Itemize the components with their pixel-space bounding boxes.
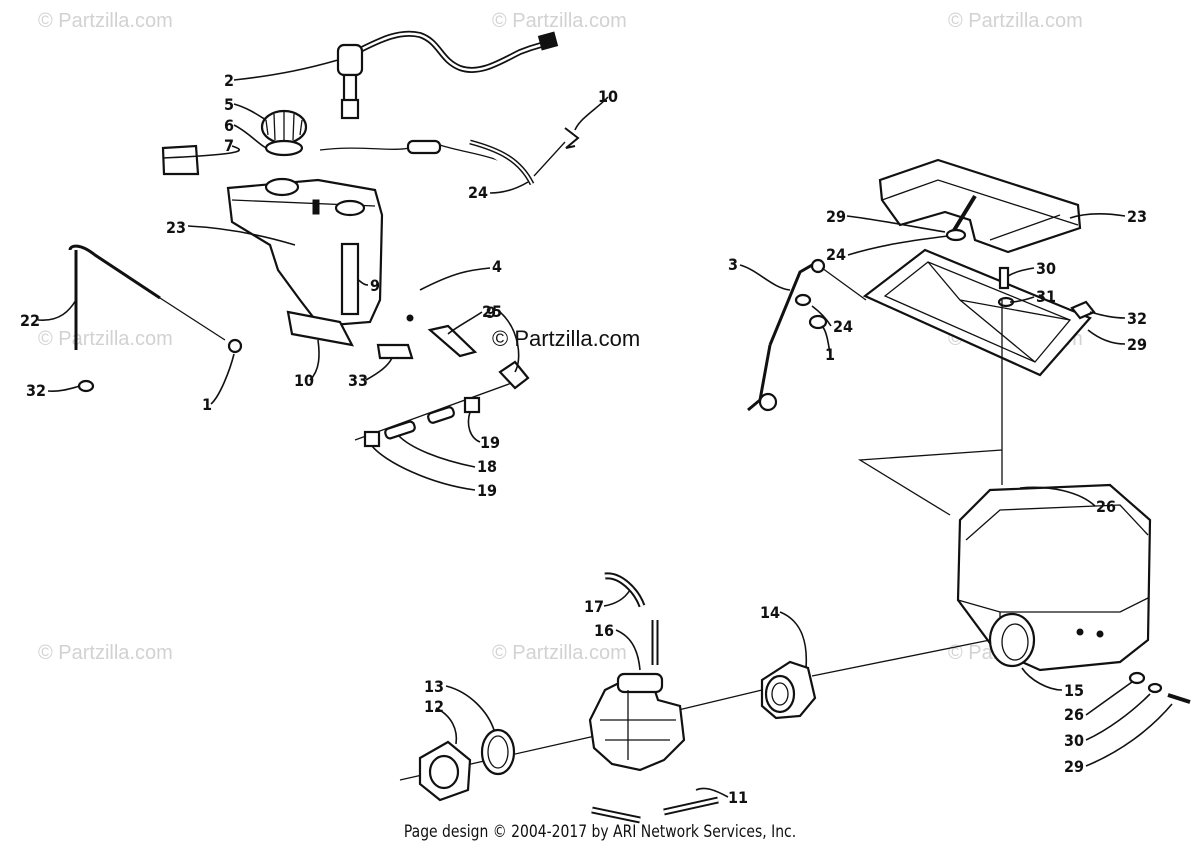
leader-lines: [37, 59, 1173, 798]
callout-label: 24: [826, 245, 846, 264]
center-watermark: © Partzilla.com: [492, 326, 641, 351]
callout-label: 26: [1064, 705, 1084, 724]
callout-label: 6: [224, 116, 234, 135]
callout-labels: 2 5 6 7 10 24 23 9 4 9 25 10 33 22 32 1 …: [20, 71, 1147, 807]
callout-label: 17: [584, 597, 604, 616]
callout-label: 19: [477, 481, 497, 500]
watermark: © Partzilla.com: [38, 328, 173, 350]
callout-label: 9: [486, 303, 496, 322]
callout-label: 15: [1064, 681, 1084, 700]
watermark: © Partzilla.com: [948, 10, 1083, 32]
callout-label: 29: [1064, 757, 1084, 776]
callout-label: 2: [224, 71, 234, 90]
watermark: © Partzilla.com: [38, 642, 173, 664]
watermark: © Partzilla.com: [492, 642, 627, 664]
watermark: © Partzilla.com: [38, 10, 173, 32]
callout-label: 22: [20, 311, 40, 330]
callout-label: 14: [760, 603, 780, 622]
callout-label: 25: [482, 302, 502, 321]
callout-label: 19: [480, 433, 500, 452]
callout-label: 30: [1064, 731, 1084, 750]
callout-label: 26: [1096, 497, 1116, 516]
callout-label: 13: [424, 677, 444, 696]
callout-label: 12: [424, 697, 444, 716]
callout-label: 24: [468, 183, 488, 202]
watermark: © Partzilla.com: [492, 10, 627, 32]
carburetor-assembly: [399, 572, 991, 824]
callout-label: 10: [598, 87, 618, 106]
callout-label: 11: [728, 788, 748, 807]
callout-label: 7: [224, 136, 234, 155]
callout-label: 9: [370, 276, 380, 295]
callout-label: 33: [348, 371, 368, 390]
callout-label: 3: [728, 255, 738, 274]
callout-label: 5: [224, 95, 234, 114]
callout-label: 29: [826, 207, 846, 226]
callout-label: 24: [833, 317, 853, 336]
callout-label: 32: [26, 381, 46, 400]
callout-label: 23: [166, 218, 186, 237]
callout-label: 32: [1127, 309, 1147, 328]
callout-label: 18: [477, 457, 497, 476]
fuel-tank-assembly: [68, 30, 580, 448]
callout-label: 23: [1127, 207, 1147, 226]
callout-label: 30: [1036, 259, 1056, 278]
callout-label: 1: [202, 395, 212, 414]
callout-label: 1: [825, 345, 835, 364]
page-footer: Page design © 2004-2017 by ARI Network S…: [403, 822, 797, 842]
callout-label: 29: [1127, 335, 1147, 354]
callout-label: 4: [492, 257, 502, 276]
air-silencer-assembly: [747, 158, 1191, 704]
callout-label: 16: [594, 621, 614, 640]
callout-label: 31: [1036, 287, 1056, 306]
callout-label: 10: [294, 371, 314, 390]
